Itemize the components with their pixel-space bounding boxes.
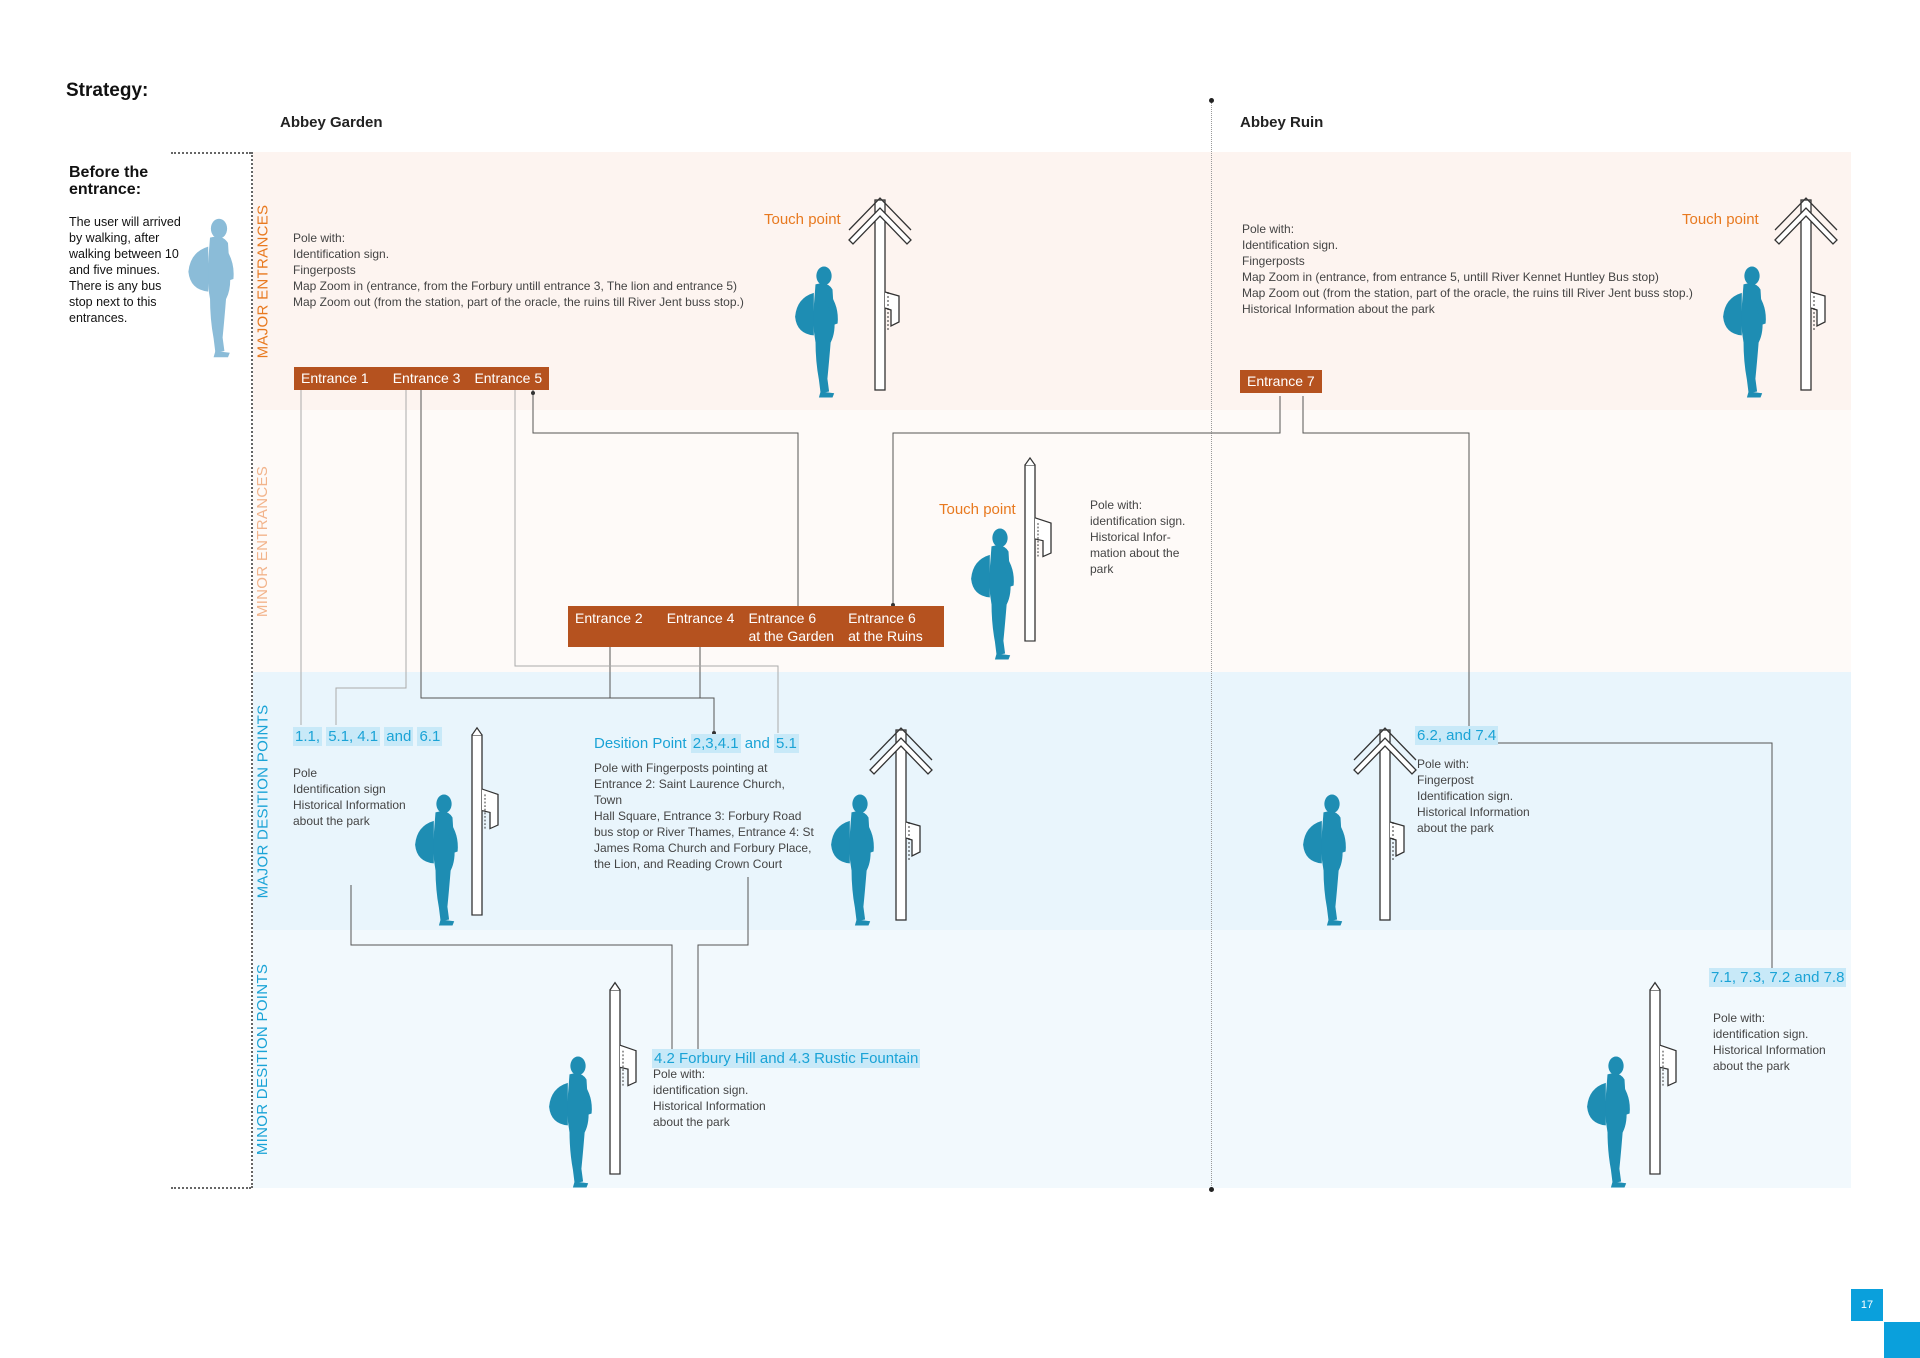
entrance-4-label: Entrance 4 — [666, 610, 735, 626]
column-head-abbey-garden: Abbey Garden — [280, 114, 383, 131]
before-entrance-text: The user will arrived by walking, after … — [69, 215, 181, 325]
walker-icon — [549, 1056, 592, 1188]
major-left-description: Pole with:Identification sign. Fingerpos… — [293, 231, 744, 309]
minor-desition-point-2-description: Pole with:identification sign. Historica… — [1713, 1011, 1826, 1073]
walker-icon — [971, 528, 1014, 660]
entrance-3-label: Entrance 3 — [392, 370, 461, 386]
fingerpost-pole-icon — [1353, 727, 1417, 921]
bracket-bottom — [171, 1187, 251, 1189]
info-pole-icon — [471, 727, 499, 916]
before-entrance-title: Before the entrance: — [69, 164, 149, 198]
desition-point-1-label: 1.1, 5.1,4.1 and 6.1 — [293, 727, 443, 746]
info-pole-icon — [609, 981, 637, 1175]
walker-icon — [795, 266, 838, 398]
touch-point-label: Touch point — [1682, 211, 1759, 228]
desition-point-2-label: Desition Point 2,3,4.1 and 5.1 — [594, 734, 799, 753]
major-right-description: Pole with:Identification sign. Fingerpos… — [1242, 222, 1693, 316]
minor-desition-point-1-label: 4.2 Forbury Hill and 4.3 Rustic Fountain — [652, 1049, 921, 1068]
walker-icon — [1303, 794, 1346, 926]
minor-entrances-band — [253, 410, 1851, 672]
minor-desition-band — [253, 930, 1851, 1188]
walker-icon — [831, 794, 874, 926]
entrance-5-label: Entrance 5 — [474, 370, 543, 386]
column-head-abbey-ruin: Abbey Ruin — [1240, 114, 1324, 131]
walker-icon — [1587, 1056, 1630, 1188]
page-number: 17 — [1851, 1289, 1883, 1321]
desition-point-3-label: 6.2, and 7.4 — [1415, 726, 1499, 745]
column-divider — [1211, 100, 1212, 1190]
info-pole-icon — [1024, 457, 1052, 642]
entrance-2-label: Entrance 2 — [575, 610, 643, 626]
divider-dot-top — [1209, 98, 1214, 103]
page-title: Strategy: — [66, 80, 149, 101]
fingerpost-pole-icon — [869, 727, 933, 921]
minor-desition-point-2-label: 7.1, 7.3, 7.2 and 7.8 — [1709, 968, 1847, 987]
fingerpost-pole-icon — [1774, 197, 1838, 391]
entrance-bar-major-left: Entrance 1 Entrance 3 Entrance 5 — [294, 367, 550, 390]
divider-dot-bottom — [1209, 1187, 1214, 1192]
page-corner-marker — [1884, 1322, 1920, 1358]
walker-icon-light — [188, 218, 234, 358]
fingerpost-pole-icon — [848, 197, 912, 391]
minor-entrance-description: Pole with:identification sign. Historica… — [1090, 498, 1186, 576]
entrance-7-label: Entrance 7 — [1247, 373, 1315, 389]
touch-point-label: Touch point — [764, 211, 841, 228]
left-bracket-line — [251, 152, 253, 1188]
bracket-top — [171, 152, 251, 154]
major-desition-band — [253, 672, 1851, 930]
minor-desition-point-1-description: Pole with:identification sign. Historica… — [653, 1067, 766, 1129]
desition-point-3-description: Pole with:Fingerpost Identification sign… — [1417, 757, 1530, 835]
info-pole-icon — [1649, 981, 1677, 1175]
touch-point-label: Touch point — [939, 501, 1016, 518]
entrance-bar-major-right: Entrance 7 — [1240, 370, 1322, 393]
entrance-1-label: Entrance 1 — [301, 370, 369, 386]
connector-lines — [350, 389, 1773, 1052]
